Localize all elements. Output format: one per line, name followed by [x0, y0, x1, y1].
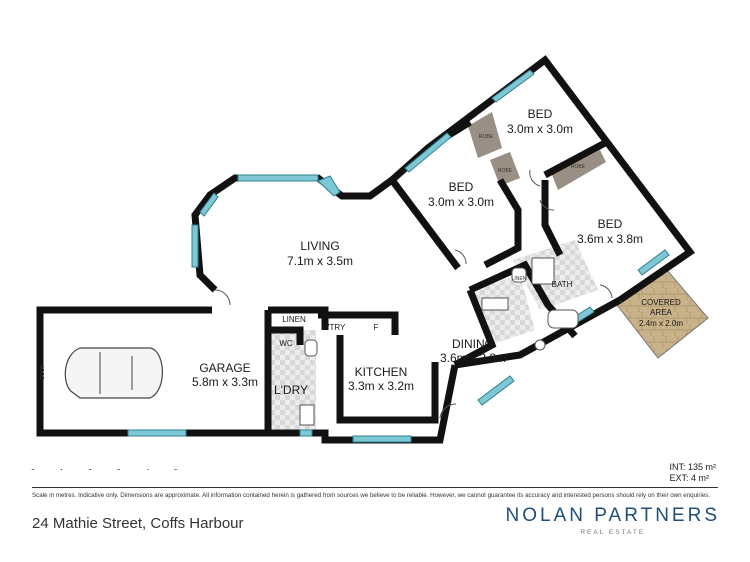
scale-tick-label: 5	[174, 469, 178, 470]
scale-tick-label: 3	[117, 469, 121, 470]
area-summary: INT: 135 m² EXT: 4 m²	[669, 462, 716, 484]
dining-name: DINING	[452, 337, 494, 351]
internal-area: INT: 135 m²	[669, 462, 716, 472]
svg-text:ROBE: ROBE	[498, 168, 513, 174]
laundry-name: L'DRY	[274, 383, 308, 397]
bed1-dims: 3.0m x 3.0m	[507, 122, 573, 136]
linen-name: LINEN	[282, 315, 306, 324]
agency-name: NOLAN PARTNERS	[505, 505, 720, 526]
svg-text:AREA: AREA	[650, 308, 672, 317]
svg-text:LINEN: LINEN	[512, 276, 527, 282]
robes: ROBE ROBE ROBE	[468, 112, 606, 190]
property-address: 24 Mathie Street, Coffs Harbour	[32, 515, 244, 532]
svg-text:COVERED: COVERED	[641, 298, 681, 307]
car-icon	[64, 347, 163, 399]
scale-tick-label: 0	[31, 469, 35, 470]
scale-tick-label: 1	[60, 469, 64, 470]
scale-bar: 0 1 2 3 4 5	[31, 469, 178, 470]
floor-plan: COVERED AREA 2.4m x 2.0m ROBE ROBE ROBE	[31, 55, 709, 470]
wc-name: WC	[279, 339, 293, 348]
svg-text:ROBE: ROBE	[571, 164, 586, 170]
svg-text:ROBE: ROBE	[479, 134, 494, 140]
living-name: LIVING	[300, 239, 339, 253]
svg-text:2.4m x 2.0m: 2.4m x 2.0m	[639, 319, 683, 328]
divider	[32, 487, 718, 488]
svg-text:DOOR: DOOR	[40, 364, 46, 379]
scale-tick-label: 2	[88, 469, 92, 470]
agency-subtitle: REAL ESTATE	[580, 529, 646, 536]
bed2-dims: 3.0m x 3.0m	[428, 195, 494, 209]
garage-dims: 5.8m x 3.3m	[192, 375, 258, 389]
doors	[214, 169, 613, 419]
disclaimer: Scale in metres. Indicative only. Dimens…	[32, 492, 711, 499]
living-dims: 7.1m x 3.5m	[287, 254, 353, 268]
room-labels: BED 3.0m x 3.0m BED 3.0m x 3.0m BED 3.6m…	[40, 107, 643, 397]
fridge-name: F	[374, 323, 379, 332]
external-area: EXT: 4 m²	[669, 473, 709, 483]
walls	[36, 55, 696, 444]
dining-dims: 3.6m x 2.8m	[440, 351, 506, 365]
bed3-name: BED	[598, 217, 623, 231]
kitchen-name: KITCHEN	[355, 365, 408, 379]
garage-name: GARAGE	[199, 361, 250, 375]
agency-logo: NOLAN PARTNERS REAL ESTATE	[506, 505, 720, 536]
kitchen-dims: 3.3m x 3.2m	[348, 379, 414, 393]
scale-tick-label: 4	[145, 469, 149, 470]
covered-area: COVERED AREA 2.4m x 2.0m	[616, 269, 709, 359]
bath-name: BATH	[552, 280, 573, 289]
bed3-dims: 3.6m x 3.8m	[577, 232, 643, 246]
bed2-name: BED	[449, 180, 474, 194]
fixtures	[299, 257, 579, 426]
pantry-name: P'TRY	[323, 323, 346, 332]
windows	[127, 69, 670, 443]
bed1-name: BED	[528, 107, 553, 121]
